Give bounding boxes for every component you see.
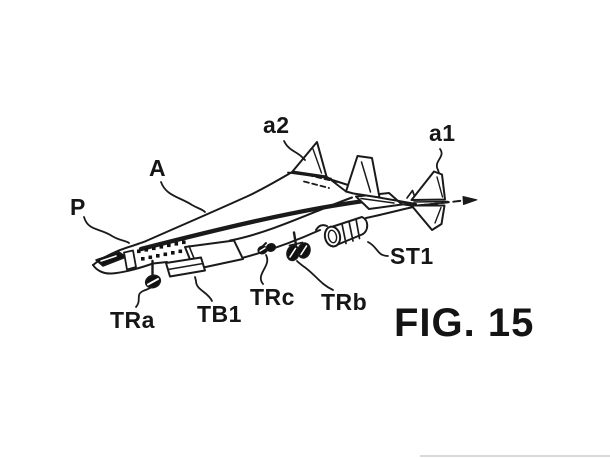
mid-gear <box>257 242 277 255</box>
main-landing-gear <box>286 231 311 262</box>
wing-root-line <box>138 197 375 252</box>
leader-TRb <box>296 260 334 291</box>
label-A: A <box>149 155 167 181</box>
cabin-door <box>123 249 137 271</box>
engine-nacelle <box>323 216 369 248</box>
leader-A <box>160 181 206 213</box>
label-ST1: ST1 <box>390 243 434 269</box>
label-TRc: TRc <box>250 284 295 310</box>
scan-artifact-line <box>420 455 610 457</box>
cabin-windows <box>137 240 186 261</box>
axis-arrow <box>418 196 478 207</box>
front-landing-gear <box>144 259 162 289</box>
underside-fairing <box>165 239 244 278</box>
label-TRb: TRb <box>321 289 368 315</box>
left-fin <box>287 141 332 180</box>
leader-a1 <box>435 148 443 174</box>
label-a1: a1 <box>429 120 456 146</box>
leader-ST1 <box>367 241 389 257</box>
label-a2: a2 <box>263 112 290 138</box>
figure-caption: FIG. 15 <box>394 301 535 345</box>
label-P: P <box>70 194 86 220</box>
tail-fin-group <box>406 170 449 231</box>
leader-P <box>83 216 130 244</box>
leader-TB1 <box>194 276 213 302</box>
label-TRa: TRa <box>110 307 155 333</box>
leader-TRc <box>260 254 269 285</box>
right-fin <box>325 155 381 199</box>
leader-lines <box>83 140 443 308</box>
leader-a2 <box>283 140 306 161</box>
leader-TRa <box>135 286 152 308</box>
cockpit-windshield <box>95 251 127 267</box>
label-TB1: TB1 <box>197 301 242 327</box>
